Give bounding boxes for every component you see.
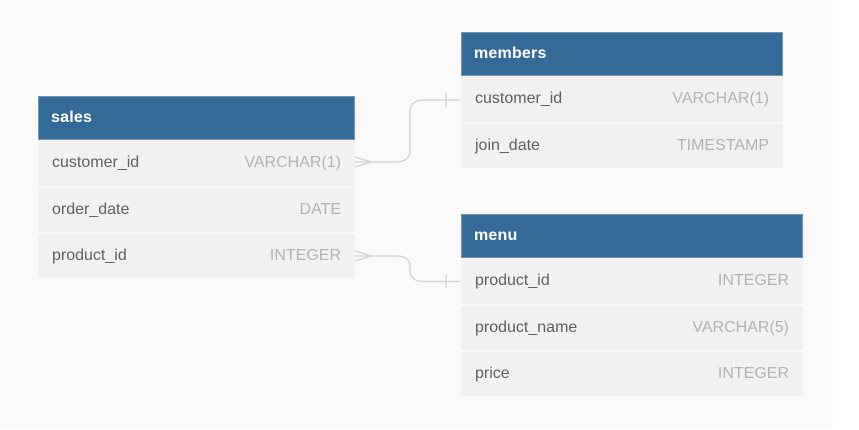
field-name: product_id bbox=[475, 272, 550, 289]
field-row[interactable]: product_id INTEGER bbox=[461, 258, 803, 304]
field-type: INTEGER bbox=[717, 365, 789, 382]
field-type: TIMESTAMP bbox=[676, 137, 769, 154]
table-title: members bbox=[474, 45, 547, 62]
field-type: VARCHAR(5) bbox=[692, 319, 789, 336]
relationship-sales-menu[interactable] bbox=[352, 249, 460, 289]
field-row[interactable]: customer_id VARCHAR(1) bbox=[461, 76, 783, 122]
field-type: DATE bbox=[299, 201, 341, 218]
field-row[interactable]: join_date TIMESTAMP bbox=[461, 122, 783, 168]
field-name: price bbox=[475, 365, 510, 382]
field-row[interactable]: price INTEGER bbox=[461, 350, 803, 396]
relationship-line[interactable] bbox=[353, 255, 460, 283]
field-name: order_date bbox=[52, 201, 130, 218]
field-row[interactable]: customer_id VARCHAR(1) bbox=[38, 140, 355, 186]
table-header[interactable]: sales bbox=[38, 96, 355, 140]
field-type: INTEGER bbox=[269, 247, 341, 264]
crow-foot-many-icon bbox=[352, 155, 372, 169]
table-header[interactable]: members bbox=[461, 32, 783, 76]
field-name: product_name bbox=[475, 319, 578, 336]
field-row[interactable]: product_name VARCHAR(5) bbox=[461, 304, 803, 350]
field-type: VARCHAR(1) bbox=[672, 90, 769, 107]
table-title: menu bbox=[474, 227, 518, 244]
table-menu[interactable]: menu product_id INTEGER product_name VAR… bbox=[461, 214, 803, 396]
er-diagram-canvas[interactable]: sales customer_id VARCHAR(1) order_date … bbox=[0, 0, 833, 425]
field-type: INTEGER bbox=[717, 272, 789, 289]
table-header[interactable]: menu bbox=[461, 214, 803, 258]
field-row[interactable]: order_date DATE bbox=[38, 186, 355, 232]
crow-foot-many-icon bbox=[352, 249, 372, 263]
relationship-line[interactable] bbox=[353, 99, 460, 163]
field-name: product_id bbox=[52, 247, 127, 264]
field-row[interactable]: product_id INTEGER bbox=[38, 232, 355, 278]
table-sales[interactable]: sales customer_id VARCHAR(1) order_date … bbox=[38, 96, 355, 278]
table-title: sales bbox=[51, 109, 93, 126]
table-members[interactable]: members customer_id VARCHAR(1) join_date… bbox=[461, 32, 783, 168]
field-name: customer_id bbox=[52, 154, 140, 171]
field-name: customer_id bbox=[475, 90, 563, 107]
relationship-sales-members[interactable] bbox=[352, 93, 460, 169]
field-name: join_date bbox=[475, 137, 540, 154]
field-type: VARCHAR(1) bbox=[244, 154, 341, 171]
